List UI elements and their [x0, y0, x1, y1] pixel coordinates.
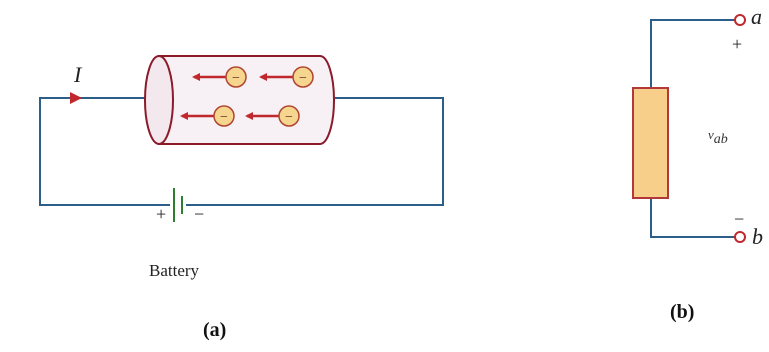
current-arrow-icon	[70, 92, 82, 104]
terminal-a-label: a	[751, 4, 762, 29]
electron-circle	[225, 66, 247, 88]
electron: −	[192, 66, 247, 88]
terminal-b-label: b	[752, 224, 763, 249]
figure-b: a b + − vab (b)	[632, 4, 763, 323]
battery-minus-sign: −	[194, 204, 204, 224]
voltage-label: vab	[708, 127, 728, 147]
circuit-wire-left	[39, 97, 170, 206]
voltage-minus-sign: −	[734, 209, 744, 229]
terminal-b-dot	[734, 231, 746, 243]
electron: −	[259, 66, 314, 88]
voltage-plus-sign: +	[732, 34, 742, 54]
battery-plus-sign: +	[156, 204, 166, 224]
electron-circle	[213, 105, 235, 127]
circuit-wire-right	[186, 97, 444, 206]
battery-label: Battery	[149, 261, 200, 280]
electrons: − − − −	[180, 66, 314, 127]
caption-b: (b)	[670, 301, 694, 323]
electron-circle	[278, 105, 300, 127]
caption-a: (a)	[203, 319, 226, 341]
electron-sign: −	[232, 71, 240, 86]
circuit-element-resistor	[632, 87, 669, 199]
current-label: I	[73, 62, 83, 87]
figure-a: I − − −	[39, 55, 444, 341]
electron-sign: −	[285, 110, 293, 125]
battery-icon	[173, 188, 183, 222]
voltage-label-main: v	[708, 127, 714, 142]
electron: −	[245, 105, 300, 127]
element-wire	[650, 19, 735, 238]
cylinder-end-face	[144, 55, 174, 145]
terminal-a-dot	[734, 14, 746, 26]
voltage-label-sub: ab	[714, 132, 728, 147]
electron-sign: −	[220, 110, 228, 125]
electron-circle	[292, 66, 314, 88]
electron-sign: −	[299, 71, 307, 86]
electron: −	[180, 105, 235, 127]
